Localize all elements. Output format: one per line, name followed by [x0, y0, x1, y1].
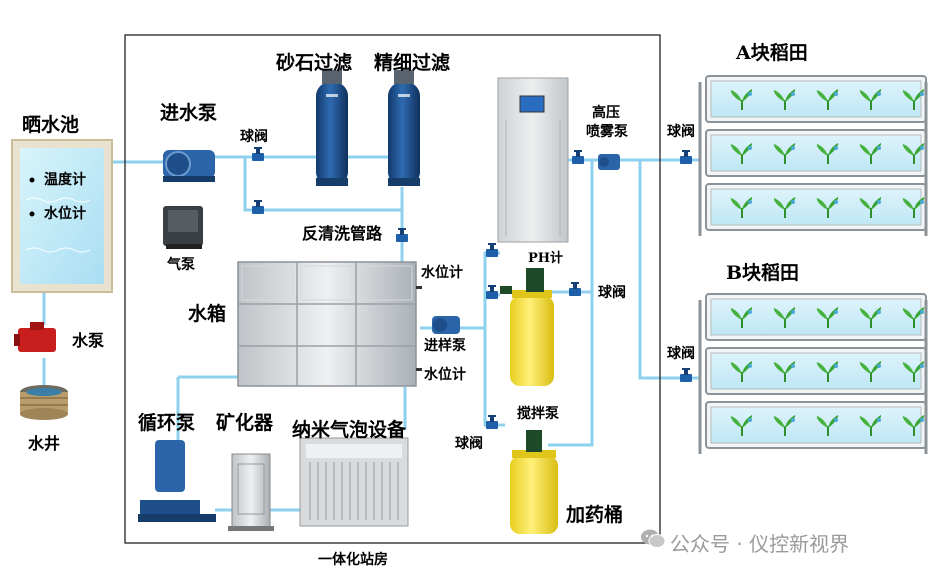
field-a-label: A块稻田	[736, 42, 808, 64]
circ-pump-label: 循环泵	[138, 412, 196, 434]
sand-filter-device	[316, 70, 348, 186]
sample-pump-device	[432, 316, 460, 334]
mineralizer-label: 矿化器	[216, 412, 274, 434]
circulation-pump-device	[138, 440, 216, 522]
ball-valve-icon[interactable]	[486, 415, 498, 429]
ball-valve-icon[interactable]	[680, 368, 692, 382]
water-tank-device	[237, 261, 422, 387]
inlet-pump-device	[163, 150, 215, 182]
wechat-icon	[640, 528, 666, 550]
spray-pump-device	[598, 154, 620, 170]
thermometer-label: 温度计	[44, 172, 86, 188]
tank-level-top-label: 水位计	[421, 265, 463, 281]
inlet-pump-label: 进水泵	[160, 102, 218, 124]
ball-valve-bottom-label: 球阀	[455, 436, 483, 452]
ball-valve-right1-label: 球阀	[667, 124, 695, 140]
ball-valve-icon[interactable]	[569, 282, 581, 296]
ball-valve-icon[interactable]	[252, 200, 264, 214]
field-a	[698, 75, 928, 236]
ball-valve-icon[interactable]	[572, 150, 584, 164]
stir-pump-label: 搅拌泵	[517, 406, 559, 422]
ball-valve-icon[interactable]	[486, 243, 498, 257]
fine-filter-label: 精细过滤	[374, 52, 451, 74]
ball-valve-icon[interactable]	[252, 147, 264, 161]
hp-pump-label-1: 高压	[592, 105, 620, 121]
nano-bubble-device	[299, 437, 409, 527]
hp-pump-label-2: 喷雾泵	[586, 124, 628, 140]
nano-bubble-label: 纳米气泡设备	[292, 419, 407, 441]
sample-pump-label: 进样泵	[424, 338, 466, 354]
mineralizer-device	[228, 453, 274, 531]
dosing-bucket-device	[510, 430, 558, 534]
well-label: 水井	[28, 434, 61, 453]
ball-valve-icon[interactable]	[486, 285, 498, 299]
fine-filter-device	[388, 70, 420, 186]
field-b-label: B块稻田	[726, 262, 800, 284]
ball-valve-mid-label: 球阀	[598, 285, 626, 301]
ball-valve-icon[interactable]	[680, 150, 692, 164]
control-cabinet-device	[497, 77, 569, 243]
level-meter-label: 水位计	[44, 206, 86, 222]
tank-level-bottom-label: 水位计	[424, 367, 466, 383]
ph-meter-label: PH计	[528, 251, 564, 266]
backwash-label: 反清洗管路	[302, 224, 383, 243]
ball-valve-label: 球阀	[240, 129, 268, 145]
sun-pool	[11, 139, 113, 293]
station-label: 一体化站房	[318, 552, 388, 568]
water-pump-device	[14, 322, 56, 352]
station-frame	[124, 34, 661, 544]
field-b	[698, 293, 928, 454]
air-pump-device	[163, 206, 203, 249]
dosing-bucket-label: 加药桶	[566, 504, 624, 526]
well-device	[20, 385, 68, 420]
water-pump-label: 水泵	[72, 331, 105, 350]
air-pump-label: 气泵	[167, 257, 195, 273]
sun-pool-label: 晒水池	[22, 114, 80, 136]
ph-dosing-tank	[500, 268, 554, 386]
ball-valve-right2-label: 球阀	[667, 346, 695, 362]
watermark-text: 公众号 · 仪控新视界	[670, 532, 850, 556]
tank-label: 水箱	[188, 303, 227, 325]
sand-filter-label: 砂石过滤	[276, 52, 353, 74]
ball-valve-icon[interactable]	[396, 228, 408, 242]
